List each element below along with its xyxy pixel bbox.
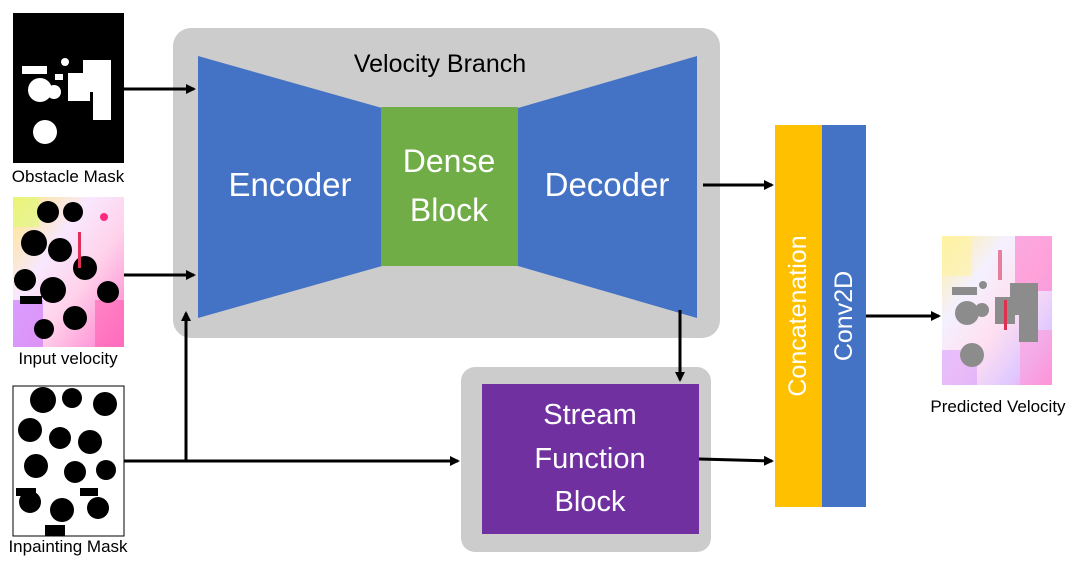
conv2d-block — [822, 125, 866, 507]
encoder-block — [198, 56, 382, 318]
input-velocity-image — [13, 197, 124, 347]
dense-block-label-line2: Block — [410, 192, 489, 228]
predicted-velocity-image — [942, 236, 1052, 385]
stream-function-label-line3: Block — [555, 486, 626, 518]
stream-function-block — [482, 384, 699, 534]
decoder-label: Decoder — [545, 166, 670, 203]
dense-block-label-line1: Dense — [403, 143, 496, 179]
obstacle-mask-label: Obstacle Mask — [12, 167, 125, 186]
decoder-block — [518, 56, 697, 318]
inpainting-mask-image — [12, 385, 125, 537]
conv2d-label: Conv2D — [830, 271, 858, 361]
velocity-branch-title: Velocity Branch — [354, 50, 526, 78]
concatenation-label: Concatenation — [784, 235, 812, 396]
obstacle-mask-image — [13, 13, 124, 163]
concatenation-block — [775, 125, 822, 507]
predicted-velocity-label: Predicted Velocity — [930, 397, 1066, 416]
arrow-stream-to-concat — [698, 455, 774, 466]
dense-block — [381, 107, 518, 266]
input-velocity-label: Input velocity — [18, 349, 118, 368]
encoder-label: Encoder — [229, 166, 352, 203]
stream-function-label-line2: Function — [534, 443, 645, 475]
inpainting-mask-label: Inpainting Mask — [8, 537, 128, 556]
stream-function-label-line1: Stream — [543, 399, 636, 431]
